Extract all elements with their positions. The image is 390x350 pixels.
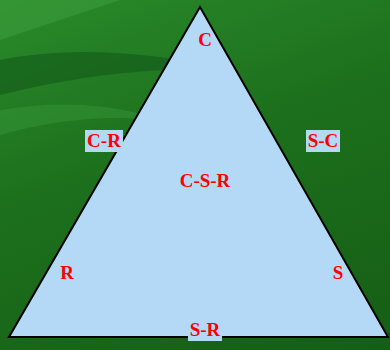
edge-label: S-R bbox=[188, 319, 223, 341]
triangle bbox=[9, 7, 388, 337]
vertex-label: R bbox=[58, 262, 76, 284]
vertex-label: S bbox=[331, 262, 346, 284]
center-label: C-S-R bbox=[178, 170, 233, 192]
edge-label: S-C bbox=[306, 130, 341, 152]
swoosh bbox=[0, 0, 120, 40]
edge-label: C-R bbox=[85, 130, 123, 152]
vertex-label: C bbox=[196, 29, 214, 51]
